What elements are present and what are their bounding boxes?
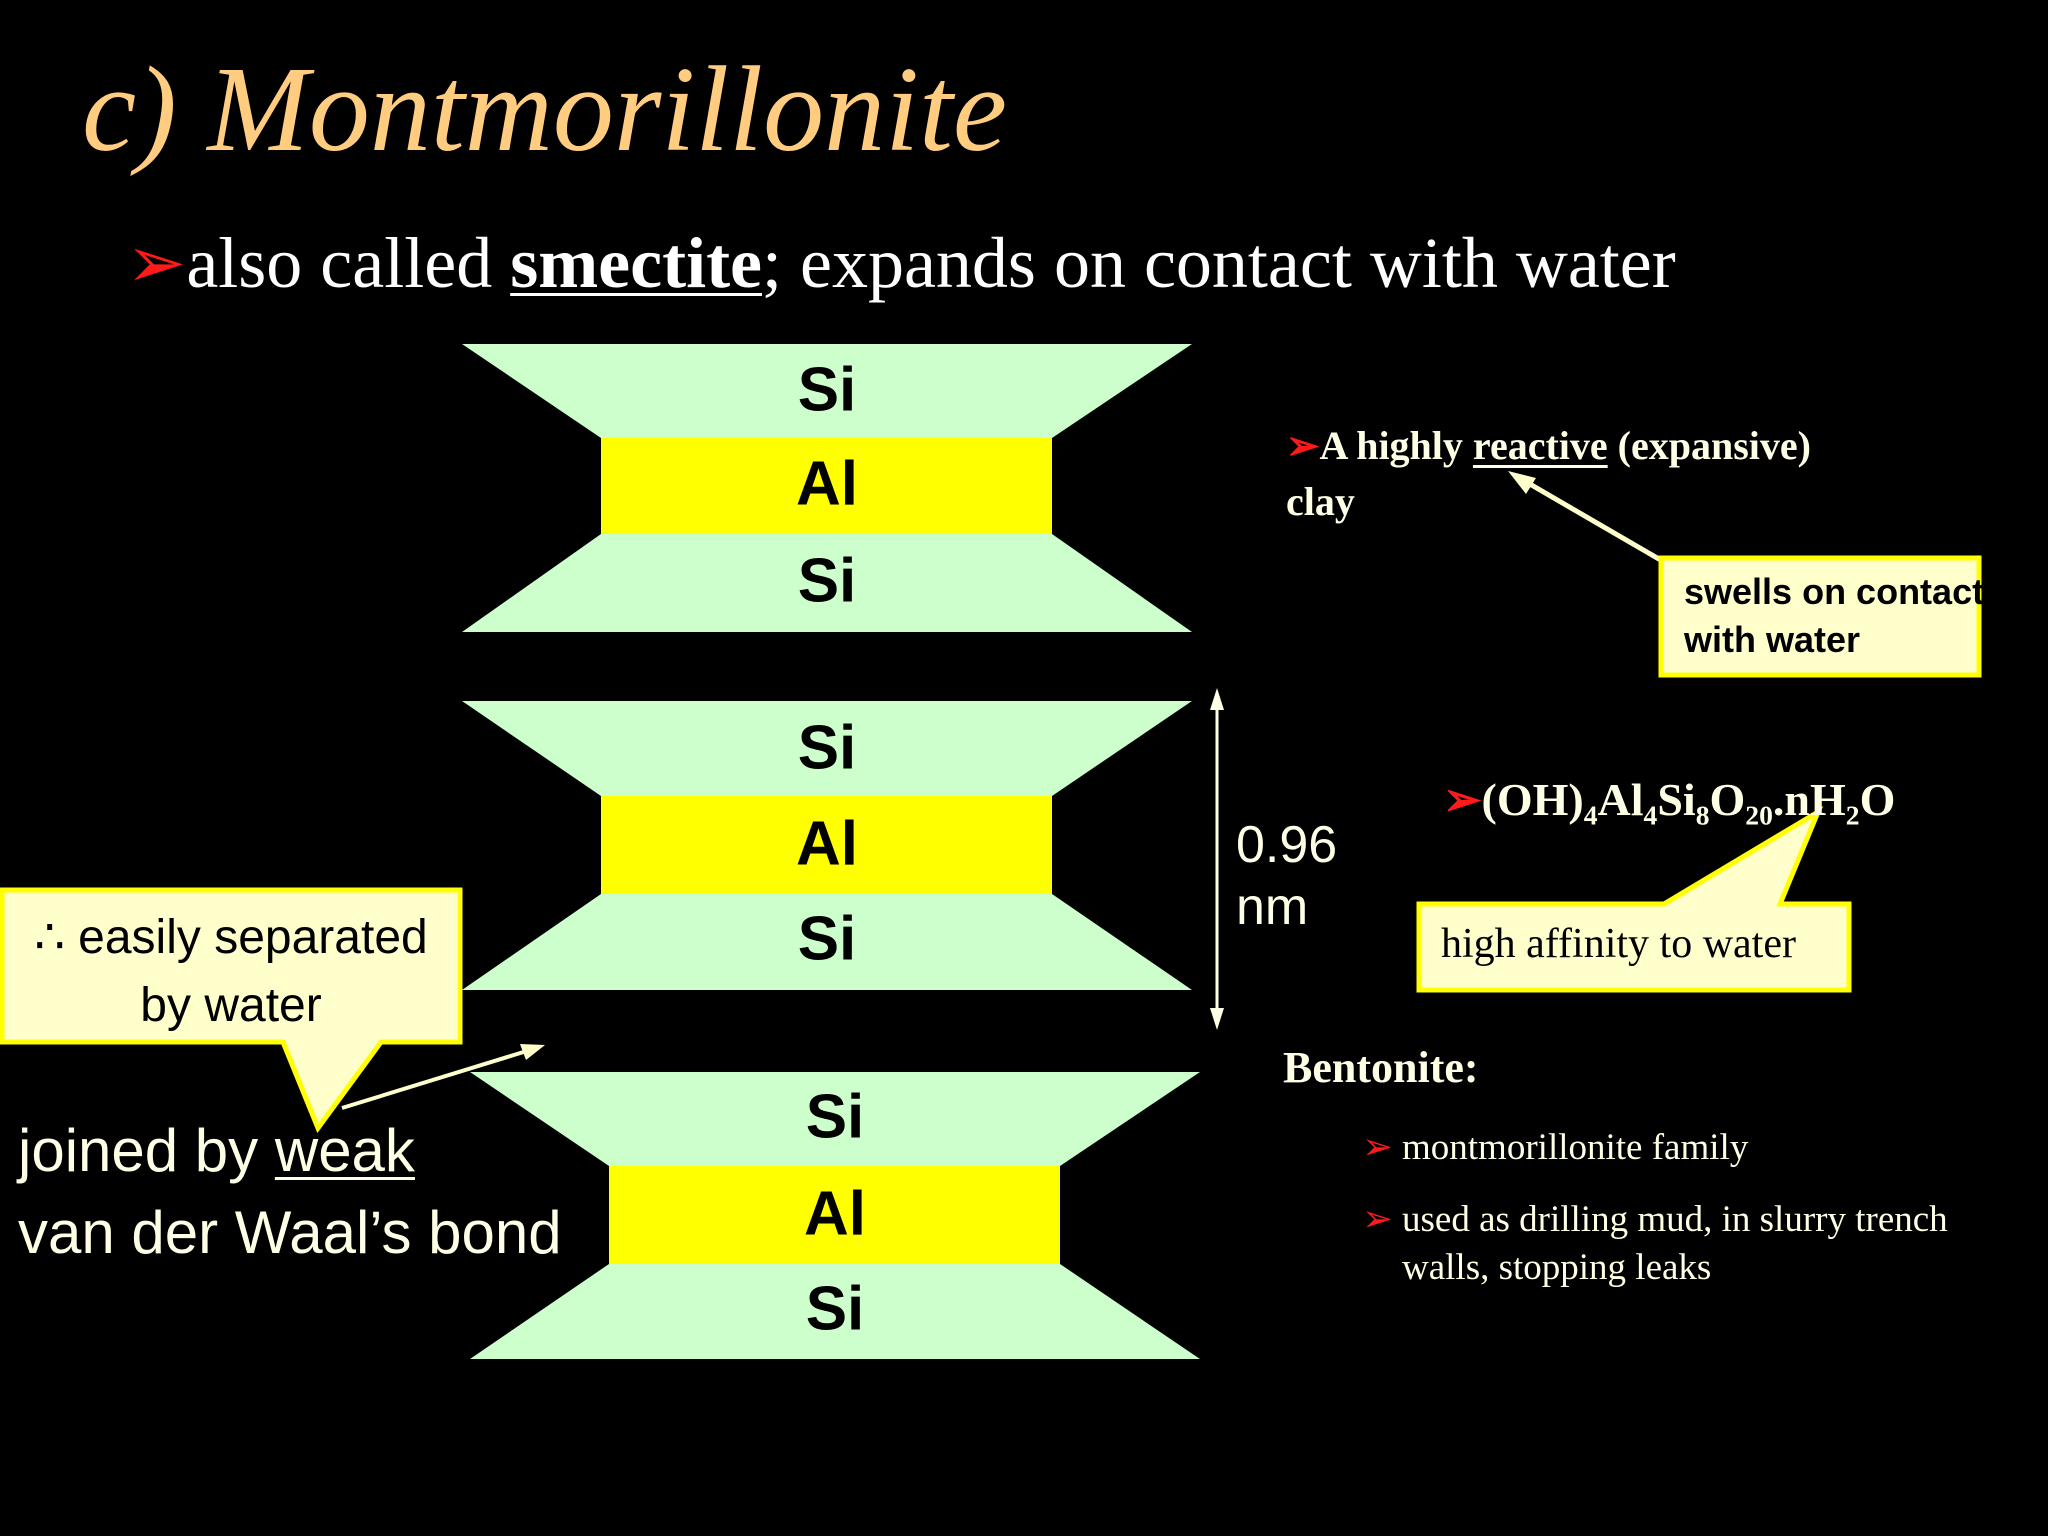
bullet-arrow-icon: ➢ bbox=[1362, 1127, 1394, 1168]
bond-weak-term: weak bbox=[274, 1117, 415, 1184]
swells-line2: with water bbox=[1684, 619, 1861, 660]
si-label: Si bbox=[798, 546, 857, 615]
main-bullet: ➢also called smectite; expands on contac… bbox=[126, 220, 1676, 305]
spacing-value: 0.96 bbox=[1236, 816, 1338, 874]
formula-part: (OH) bbox=[1481, 774, 1584, 825]
tol-layer-3: Si Al Si bbox=[470, 1072, 1200, 1359]
formula-subscript: 8 bbox=[1695, 799, 1710, 831]
bentonite-item: ➢ used as drilling mud, in slurry trench… bbox=[1362, 1196, 1948, 1288]
swells-callout: swells on contact with water bbox=[1684, 568, 1984, 664]
reactive-note-pre: A highly bbox=[1319, 423, 1473, 468]
reactive-note-line2: clay bbox=[1286, 479, 1355, 524]
si-label: Si bbox=[798, 355, 857, 424]
silica-sheet-top bbox=[470, 1072, 1200, 1166]
formula-subscript: 20 bbox=[1745, 799, 1773, 831]
formula-part: O bbox=[1709, 774, 1746, 825]
si-label: Si bbox=[806, 1274, 865, 1343]
separated-line2: by water bbox=[140, 979, 322, 1032]
bentonite-heading: Bentonite: bbox=[1283, 1043, 1479, 1092]
bentonite-item: ➢ montmorillonite family bbox=[1362, 1124, 1748, 1172]
main-bullet-prefix: also called bbox=[186, 223, 511, 303]
silica-sheet-bottom bbox=[462, 894, 1192, 990]
formula-part: .nH bbox=[1772, 774, 1846, 825]
affinity-callout: high affinity to water bbox=[1441, 921, 1796, 967]
bond-label-pre: joined by bbox=[18, 1117, 275, 1184]
reactive-note: ➢A highly reactive (expansive) clay bbox=[1286, 418, 1811, 530]
silica-sheet-bottom bbox=[470, 1264, 1200, 1359]
si-label: Si bbox=[806, 1082, 865, 1151]
silica-sheet-top bbox=[462, 701, 1192, 796]
bullet-arrow-icon: ➢ bbox=[126, 223, 187, 303]
bentonite-item-line: walls, stopping leaks bbox=[1402, 1247, 1712, 1288]
tol-layer-2: Si Al Si bbox=[462, 701, 1192, 990]
slide-title: c) Montmorillonite bbox=[82, 42, 1008, 177]
spacing-dimension-arrow bbox=[1210, 688, 1224, 1030]
silica-sheet-bottom bbox=[462, 534, 1192, 632]
swells-line1: swells on contact bbox=[1684, 571, 1985, 612]
reactive-term: reactive bbox=[1472, 423, 1608, 468]
separated-line1: ∴ easily separated bbox=[34, 911, 428, 964]
formula-part: Al bbox=[1597, 774, 1644, 825]
formula-subscript: 4 bbox=[1583, 799, 1598, 831]
alumina-sheet bbox=[601, 438, 1052, 534]
spacing-label: 0.96 nm bbox=[1236, 814, 1337, 939]
tol-layer-1: Si Al Si bbox=[462, 344, 1192, 632]
si-label: Si bbox=[798, 904, 857, 973]
chemical-formula: ➢(OH)4Al4Si8O20.nH2O bbox=[1443, 772, 1896, 829]
bond-label: joined by weak van der Waal’s bond bbox=[18, 1110, 562, 1274]
al-label: Al bbox=[796, 449, 858, 518]
alumina-sheet bbox=[609, 1166, 1060, 1264]
silica-sheet-top bbox=[462, 344, 1192, 438]
main-bullet-term: smectite bbox=[510, 223, 763, 303]
bond-pointer-arrow bbox=[341, 1044, 545, 1110]
bentonite-item-line: montmorillonite family bbox=[1402, 1127, 1749, 1168]
al-label: Al bbox=[796, 809, 858, 878]
affinity-callout-shape bbox=[1416, 805, 1852, 993]
swells-callout-shape bbox=[1508, 471, 1982, 678]
formula-part: Si bbox=[1657, 774, 1696, 825]
separated-callout-shape bbox=[0, 887, 463, 1134]
si-label: Si bbox=[798, 713, 857, 782]
formula-part: O bbox=[1859, 774, 1896, 825]
main-bullet-suffix: ; expands on contact with water bbox=[762, 223, 1676, 303]
bullet-arrow-icon: ➢ bbox=[1362, 1199, 1394, 1240]
alumina-sheet bbox=[601, 796, 1052, 894]
bullet-arrow-icon: ➢ bbox=[1286, 423, 1320, 468]
bond-label-line2: van der Waal’s bond bbox=[18, 1199, 562, 1266]
formula-subscript: 2 bbox=[1845, 799, 1860, 831]
reactive-note-post: (expansive) bbox=[1607, 423, 1811, 468]
spacing-unit: nm bbox=[1236, 878, 1309, 937]
formula-subscript: 4 bbox=[1643, 799, 1658, 831]
bentonite-item-line: used as drilling mud, in slurry trench bbox=[1402, 1199, 1948, 1240]
separated-callout: ∴ easily separated by water bbox=[2, 904, 460, 1040]
bullet-arrow-icon: ➢ bbox=[1443, 774, 1482, 825]
al-label: Al bbox=[804, 1179, 866, 1248]
